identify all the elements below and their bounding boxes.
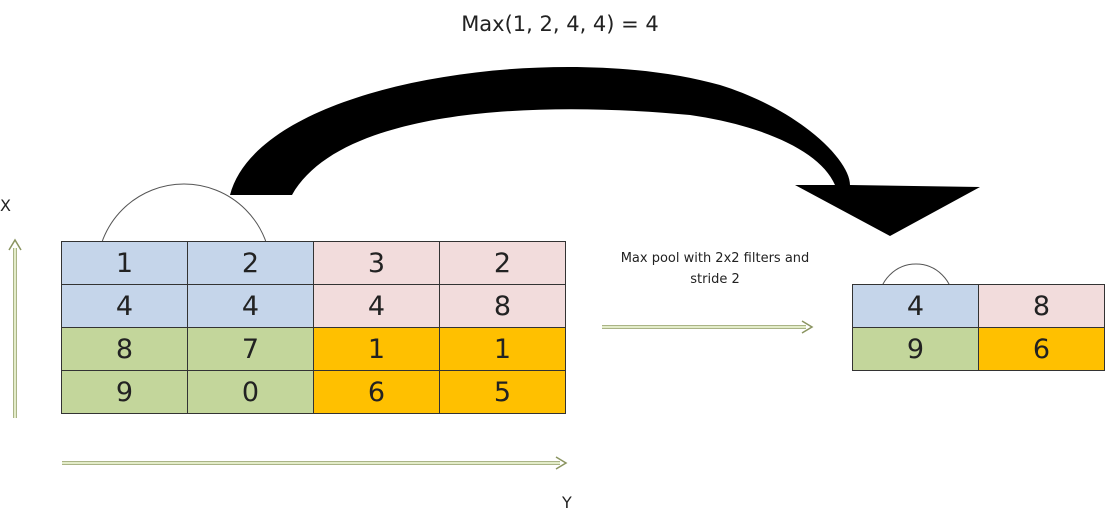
input-row: 1 2 3 2 [61, 241, 566, 285]
x-axis-label: X [0, 196, 11, 215]
input-cell: 4 [313, 284, 440, 328]
input-matrix: 1 2 3 2 4 4 4 8 8 7 1 1 9 0 6 5 [61, 241, 566, 414]
input-row: 9 0 6 5 [61, 370, 566, 414]
input-cell: 4 [61, 284, 188, 328]
operation-label-line1: Max pool with 2x2 filters and [620, 251, 810, 266]
y-axis-arrow [62, 456, 568, 470]
input-cell: 5 [439, 370, 566, 414]
operation-label: Max pool with 2x2 filters and stride 2 [600, 248, 830, 290]
output-cell: 4 [852, 284, 979, 328]
operation-arrow [602, 320, 814, 334]
input-row: 8 7 1 1 [61, 327, 566, 371]
input-cell: 0 [187, 370, 314, 414]
output-row: 4 8 [852, 284, 1105, 328]
input-cell: 8 [439, 284, 566, 328]
input-cell: 7 [187, 327, 314, 371]
y-axis-label: Y [562, 493, 572, 512]
input-cell: 9 [61, 370, 188, 414]
input-row: 4 4 4 8 [61, 284, 566, 328]
output-row: 9 6 [852, 327, 1105, 371]
operation-label-line2: stride 2 [690, 272, 740, 287]
output-cell: 6 [978, 327, 1105, 371]
input-cell: 2 [187, 241, 314, 285]
input-cell: 3 [313, 241, 440, 285]
input-cell: 6 [313, 370, 440, 414]
input-cell: 8 [61, 327, 188, 371]
x-axis-arrow [8, 238, 22, 418]
input-cell: 1 [61, 241, 188, 285]
input-cell: 1 [313, 327, 440, 371]
output-cell: 9 [852, 327, 979, 371]
output-cell: 8 [978, 284, 1105, 328]
input-cell: 4 [187, 284, 314, 328]
input-cell: 2 [439, 241, 566, 285]
input-cell: 1 [439, 327, 566, 371]
diagram-title: Max(1, 2, 4, 4) = 4 [461, 12, 659, 36]
output-matrix: 4 8 9 6 [852, 284, 1105, 371]
curved-arrow [230, 66, 980, 236]
